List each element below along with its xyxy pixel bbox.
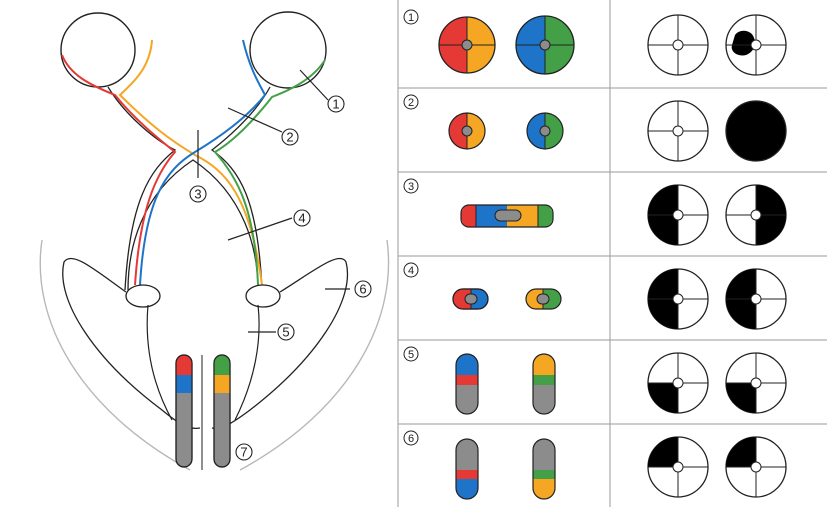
diagram-number-6: 6: [354, 280, 372, 298]
right-cortex-pill: [213, 354, 231, 468]
row-number-3: 3: [403, 178, 419, 194]
row2-left-eye-field: [448, 112, 486, 150]
svg-text:1: 1: [332, 97, 339, 112]
svg-text:4: 4: [408, 265, 414, 277]
svg-text:3: 3: [194, 187, 201, 202]
diagram-number-5: 5: [277, 323, 295, 341]
left-cortex-pill: [175, 354, 193, 468]
svg-text:5: 5: [282, 325, 289, 340]
svg-text:1: 1: [408, 12, 414, 24]
row-number-6: 6: [403, 430, 419, 446]
visual-field-table: 1 2 3 4 5 6: [397, 0, 827, 507]
row6-right-field: [532, 438, 556, 500]
fiber-red: [61, 54, 177, 286]
fiber-green: [213, 59, 326, 286]
right-eyeball: [249, 11, 327, 89]
row4-left-defect: [647, 268, 709, 330]
row5-right-defect: [725, 352, 787, 414]
svg-text:4: 4: [298, 211, 305, 226]
right-geniculate: [245, 284, 281, 308]
row5-left-defect: [647, 352, 709, 414]
left-geniculate: [125, 284, 161, 308]
left-eyeball: [60, 12, 136, 88]
row4-right-defect: [725, 268, 787, 330]
row-number-4: 4: [403, 262, 419, 278]
row1-left-eye-field: [438, 16, 496, 74]
svg-text:5: 5: [408, 349, 414, 361]
row6-right-defect: [725, 436, 787, 498]
row3-right-defect: [725, 184, 787, 246]
diagram-number-1: 1: [327, 95, 345, 113]
row-number-5: 5: [403, 346, 419, 362]
row6-left-defect: [647, 436, 709, 498]
visual-pathway-diagram: 1 2 3 4 5 6 7: [39, 11, 390, 471]
row-number-2: 2: [403, 94, 419, 110]
diagram-number-7: 7: [235, 443, 253, 461]
fiber-blue: [139, 39, 267, 286]
row5-right-field: [532, 353, 556, 415]
lesion-4-line: [227, 217, 293, 241]
right-ventricle: [211, 257, 349, 430]
svg-text:3: 3: [408, 181, 414, 193]
brain-outline: [39, 239, 390, 471]
optic-pathway-outline: [107, 86, 271, 291]
right-radiation: [234, 304, 260, 421]
table-grid: [397, 0, 827, 507]
row2-right-defect: [725, 100, 787, 162]
row2-right-eye-field: [526, 112, 564, 150]
svg-text:2: 2: [286, 130, 293, 145]
row-number-1: 1: [403, 9, 419, 25]
row4-right-field: [525, 288, 562, 310]
row1-right-defect: [725, 14, 787, 76]
row3-left-defect: [647, 184, 709, 246]
row1-left-defect: [647, 14, 709, 76]
svg-text:2: 2: [408, 97, 414, 109]
fiber-orange-left: [118, 39, 263, 286]
svg-text:6: 6: [359, 282, 366, 297]
row6-left-field: [455, 438, 479, 500]
row1-right-eye-field: [515, 15, 575, 75]
lesion-2-line: [227, 107, 283, 133]
row5-left-field: [455, 353, 479, 415]
left-radiation: [146, 304, 173, 421]
lesion-1-line: [299, 69, 329, 101]
row3-field-bar: [460, 204, 554, 228]
svg-text:7: 7: [240, 445, 247, 460]
row4-left-field: [452, 288, 489, 310]
diagram-number-3: 3: [189, 185, 207, 203]
row2-left-defect: [647, 100, 709, 162]
diagram-number-2: 2: [281, 128, 299, 146]
diagram-number-4: 4: [293, 209, 311, 227]
svg-text:6: 6: [408, 433, 414, 445]
